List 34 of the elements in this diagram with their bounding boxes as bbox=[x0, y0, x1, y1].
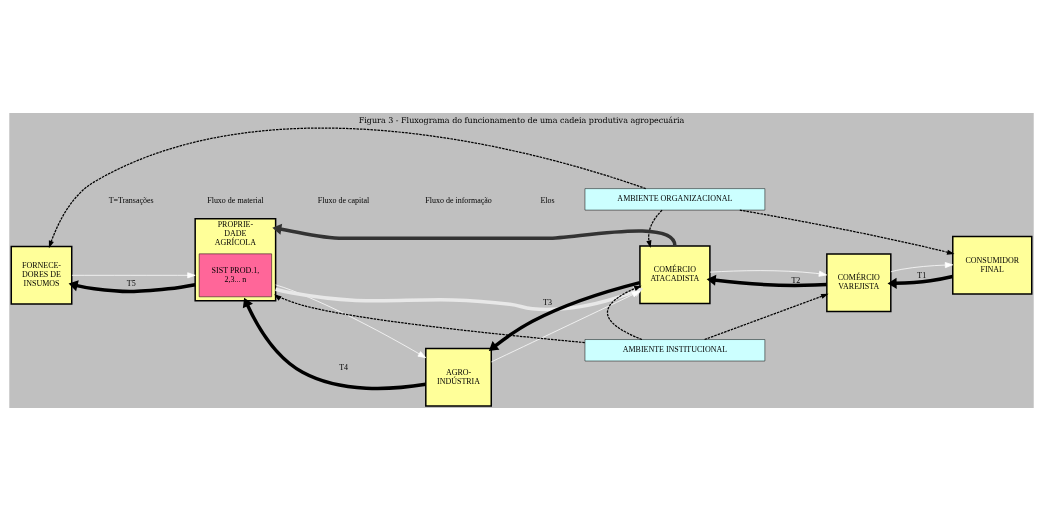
arrow bbox=[646, 209, 663, 248]
edge-label: T4 bbox=[339, 362, 349, 372]
node-box: COMÉRCIO ATACADISTA bbox=[639, 244, 711, 304]
arrow bbox=[71, 271, 196, 278]
edge-label: T5 bbox=[126, 278, 136, 288]
legend-label: Fluxo de informação bbox=[425, 195, 492, 205]
arrow bbox=[709, 269, 828, 277]
node-box: AMBIENTE ORGANIZACIONAL bbox=[584, 187, 766, 210]
node-box: COMÉRCIO VAREJISTA bbox=[826, 252, 892, 312]
arrow bbox=[739, 208, 955, 255]
arrow bbox=[890, 261, 954, 272]
node-box: CONSUMIDOR FINAL bbox=[952, 235, 1033, 295]
node-box: AMBIENTE INSTITUCIONAL bbox=[584, 338, 766, 361]
edge-label: T3 bbox=[543, 297, 552, 307]
arrow bbox=[68, 279, 196, 293]
arrow bbox=[48, 127, 647, 248]
edge-label: T1 bbox=[917, 270, 927, 280]
arrow bbox=[703, 293, 829, 340]
arrow bbox=[275, 284, 427, 358]
arrow bbox=[274, 293, 586, 343]
legend-label: Elos bbox=[540, 195, 555, 205]
arrow bbox=[488, 280, 641, 351]
arrow bbox=[887, 274, 954, 289]
legend-label: Fluxo de material bbox=[207, 195, 264, 205]
arrow bbox=[490, 290, 641, 362]
node-box: SIST PROD.1, 2,3... n bbox=[198, 253, 272, 297]
node-box: FORNECE- DORES DE INSUMOS bbox=[10, 245, 73, 305]
node-box: AGRO- INDÚSTRIA bbox=[425, 347, 492, 407]
arrow bbox=[706, 274, 827, 287]
arrow bbox=[242, 297, 427, 390]
arrow bbox=[272, 223, 677, 246]
legend-label: Fluxo de capital bbox=[317, 195, 370, 205]
edge-label: T2 bbox=[791, 275, 801, 285]
label: T=Transações bbox=[108, 195, 154, 205]
